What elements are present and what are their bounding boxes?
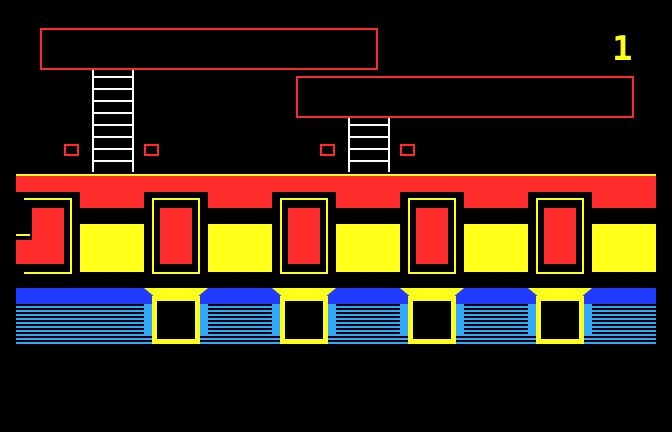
door-cap xyxy=(400,288,464,296)
right-ladder xyxy=(348,118,390,172)
door-cap xyxy=(272,288,336,296)
door-cap xyxy=(144,288,208,296)
door xyxy=(152,296,200,344)
yellow-panel xyxy=(336,224,400,272)
yellow-panel xyxy=(208,224,272,272)
marker xyxy=(144,144,159,156)
upper-right-platform xyxy=(296,76,634,118)
pillar-partial xyxy=(16,192,80,280)
pillar xyxy=(144,192,208,280)
pillar xyxy=(272,192,336,280)
score-counter: 1 xyxy=(612,29,633,69)
left-ladder xyxy=(92,70,134,172)
red-band-highlight xyxy=(16,174,656,176)
pillar xyxy=(528,192,592,280)
marker xyxy=(320,144,335,156)
door xyxy=(280,296,328,344)
door xyxy=(408,296,456,344)
pillar xyxy=(400,192,464,280)
upper-left-platform xyxy=(40,28,378,70)
yellow-panel xyxy=(592,224,656,272)
marker xyxy=(400,144,415,156)
door-cap xyxy=(528,288,592,296)
marker xyxy=(64,144,79,156)
yellow-panel xyxy=(80,224,144,272)
door xyxy=(536,296,584,344)
yellow-panel xyxy=(464,224,528,272)
